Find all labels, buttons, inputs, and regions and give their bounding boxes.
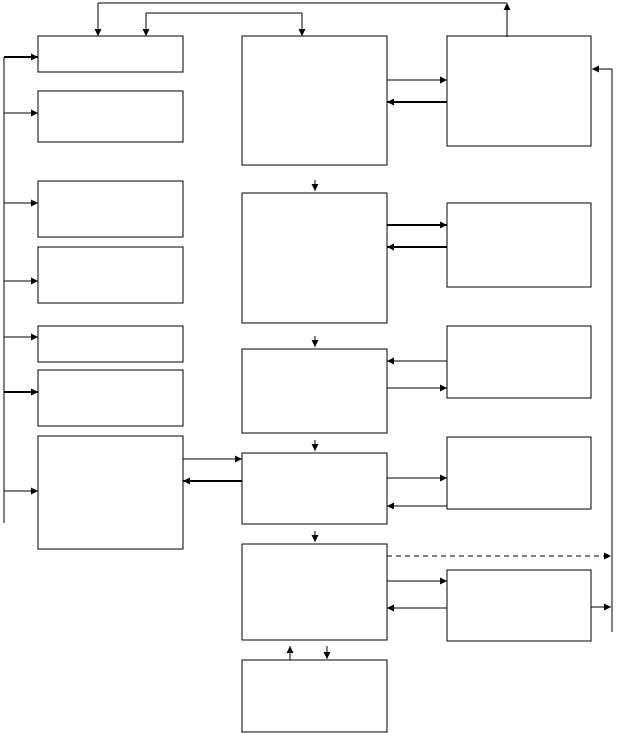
center-right-links: [387, 76, 447, 612]
box-center-6: [241, 659, 388, 733]
left-bus: [3, 53, 38, 523]
box-left-7: [37, 435, 184, 550]
left-column: [37, 35, 184, 550]
box-right-4: [446, 436, 592, 510]
box-left-1: [37, 35, 184, 73]
center-column: [241, 35, 388, 733]
box-left-3: [37, 180, 184, 238]
left-center-links: [183, 455, 242, 485]
top-feedback: [94, 2, 511, 37]
center-flow: [286, 180, 331, 660]
right-bus: [387, 65, 613, 632]
box-right-2: [446, 202, 592, 288]
box-center-4: [241, 452, 388, 525]
box-center-2: [241, 192, 388, 324]
box-center-1: [241, 35, 388, 166]
box-left-6: [37, 369, 184, 427]
box-right-5: [446, 569, 592, 642]
box-left-4: [37, 246, 184, 304]
box-center-3: [241, 348, 388, 434]
right-column: [446, 35, 592, 642]
box-center-5: [241, 543, 388, 641]
box-right-1: [446, 35, 592, 147]
box-right-3: [446, 325, 592, 399]
box-left-2: [37, 90, 184, 143]
box-left-5: [37, 325, 184, 363]
